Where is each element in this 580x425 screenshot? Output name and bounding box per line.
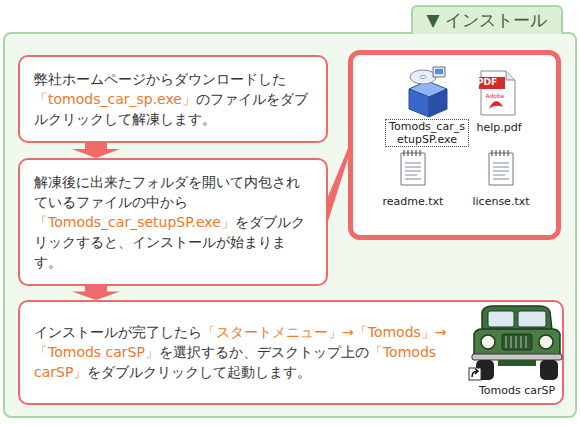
step-text: 解凍後に出来たフォルダを開いて内包されているファイルの中から「Tomods_ca… [34,172,312,272]
step-text: インストールが完了したら「スタートメニュー」→「Tomods」→「Tomods … [34,322,474,382]
setup-icon [409,67,447,117]
pdf-brand: Adobe [480,92,510,100]
file-name-highlight: 「tomods_car_sp.exe」 [34,91,196,107]
license-icon [489,150,513,185]
step-text-part: 解凍後に出来たフォルダを開いて内包されているファイルの中から [34,174,300,210]
icon-label: Tomods carSP [472,384,562,397]
file-list-box: Tomods_car_setupSP.exehelp.pdf readme.txt… [348,50,561,240]
step-box: 弊社ホームページからダウンロードした「tomods_car_sp.exe」のファ… [18,55,328,143]
file-name: Tomods_car_setupSP.exe [385,119,469,147]
shortcut-mark [469,368,481,380]
step-text-part: を選択するか、デスクトップ上の [159,344,369,360]
car-icon [468,304,564,384]
step-box: 解凍後に出来たフォルダを開いて内包されているファイルの中から「Tomods_ca… [18,158,328,286]
step-arrow [72,286,120,300]
pdf-mark: PDF [474,77,500,88]
readme-icon [401,150,425,185]
step-text-part: 弊社ホームページからダウンロードした [34,71,286,87]
step-arrow [72,143,120,158]
step-box: インストールが完了したら「スタートメニュー」→「Tomods」→「Tomods … [18,300,564,405]
file-name: help.pdf [469,121,529,134]
step-text-part: をダブルクリックして起動します。 [87,364,311,380]
step-text-part: インストールが完了したら [34,324,202,340]
file-name: readme.txt [375,195,451,208]
section-tab: ▼ インストール [411,5,563,34]
file-name-highlight: 「Tomods_car_setupSP.exe」 [34,214,235,230]
section-panel: ▼ インストール弊社ホームページからダウンロードした「tomods_car_sp… [3,32,577,418]
car-drawing [472,306,562,380]
section-title: ▼ インストール [427,10,547,30]
step-text: 弊社ホームページからダウンロードした「tomods_car_sp.exe」のファ… [34,69,312,129]
file-name: license.txt [463,195,539,208]
